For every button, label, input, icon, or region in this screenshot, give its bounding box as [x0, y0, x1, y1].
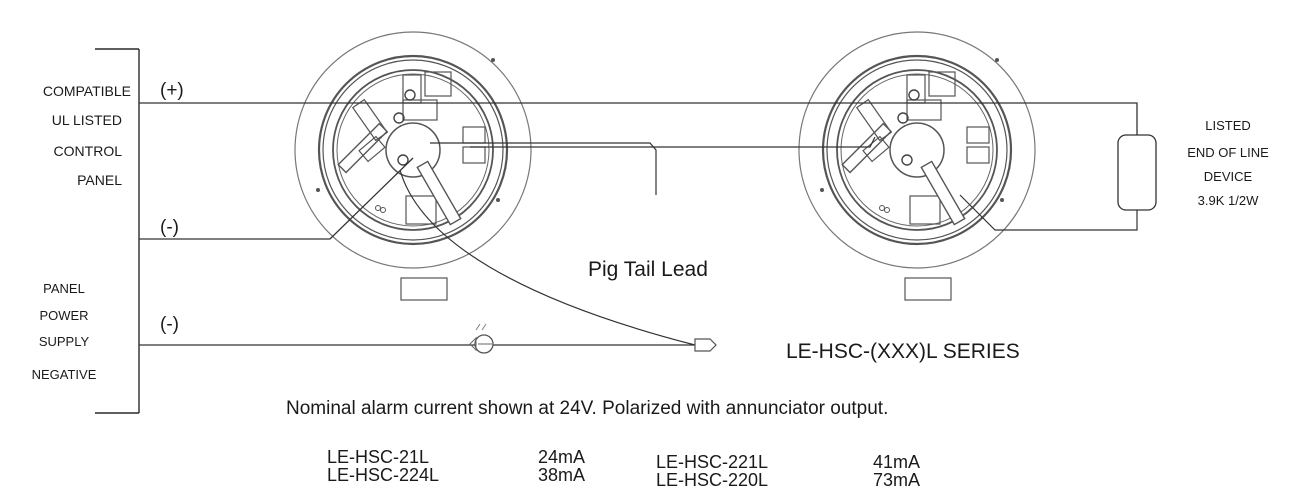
table-row-current-4: 73mA: [873, 470, 921, 490]
table-row-model-4: LE-HSC-220L: [656, 470, 769, 490]
table-row-current-2: 38mA: [538, 465, 586, 485]
pig-tail-connector: [694, 338, 717, 352]
control-panel-label-3: CONTROL: [53, 143, 122, 159]
detector-base-1: [293, 30, 533, 302]
negative-wire: [139, 157, 414, 240]
positive-wire: [139, 102, 1138, 135]
eol-return-wire: [959, 194, 1138, 231]
table-row-model-1: LE-HSC-21L: [327, 447, 430, 467]
eol-label-3: DEVICE: [1203, 169, 1253, 184]
table-row-current-3: 41mA: [873, 452, 921, 472]
control-panel-label-2: UL LISTED: [51, 112, 122, 128]
power-supply-label-3: SUPPLY: [38, 334, 90, 349]
detector-base-2: [797, 30, 1037, 302]
alarm-current-note: Nominal alarm current shown at 24V. Pola…: [286, 398, 889, 419]
eol-resistor: [1117, 134, 1157, 211]
jumper-wire: [470, 136, 876, 148]
pig-tail-label: Pig Tail Lead: [588, 258, 708, 281]
negative-marker-bottom: (-): [160, 314, 179, 335]
power-supply-label-4: NEGATIVE: [31, 367, 97, 382]
eol-label-4: 3.9K 1/2W: [1197, 193, 1259, 208]
control-panel-label-1: COMPATIBLE: [42, 83, 131, 99]
control-panel-label-4: PANEL: [77, 172, 122, 188]
power-supply-label-1: PANEL: [43, 281, 85, 296]
pig-tail-stub: [430, 142, 657, 195]
eol-label-1: LISTED: [1205, 118, 1251, 133]
eol-label-2: END OF LINE: [1187, 145, 1269, 160]
positive-marker: (+): [160, 80, 184, 101]
table-row-current-1: 24mA: [538, 447, 586, 467]
table-row-model-2: LE-HSC-224L: [327, 465, 440, 485]
led-symbol: [469, 336, 492, 352]
power-supply-label-2: POWER: [39, 308, 89, 323]
series-label: LE-HSC-(XXX)L SERIES: [786, 340, 1020, 363]
led-arrows: [475, 323, 487, 331]
table-row-model-3: LE-HSC-221L: [656, 452, 769, 472]
pig-tail-lead: [399, 169, 696, 346]
negative-marker-top: (-): [160, 217, 179, 238]
